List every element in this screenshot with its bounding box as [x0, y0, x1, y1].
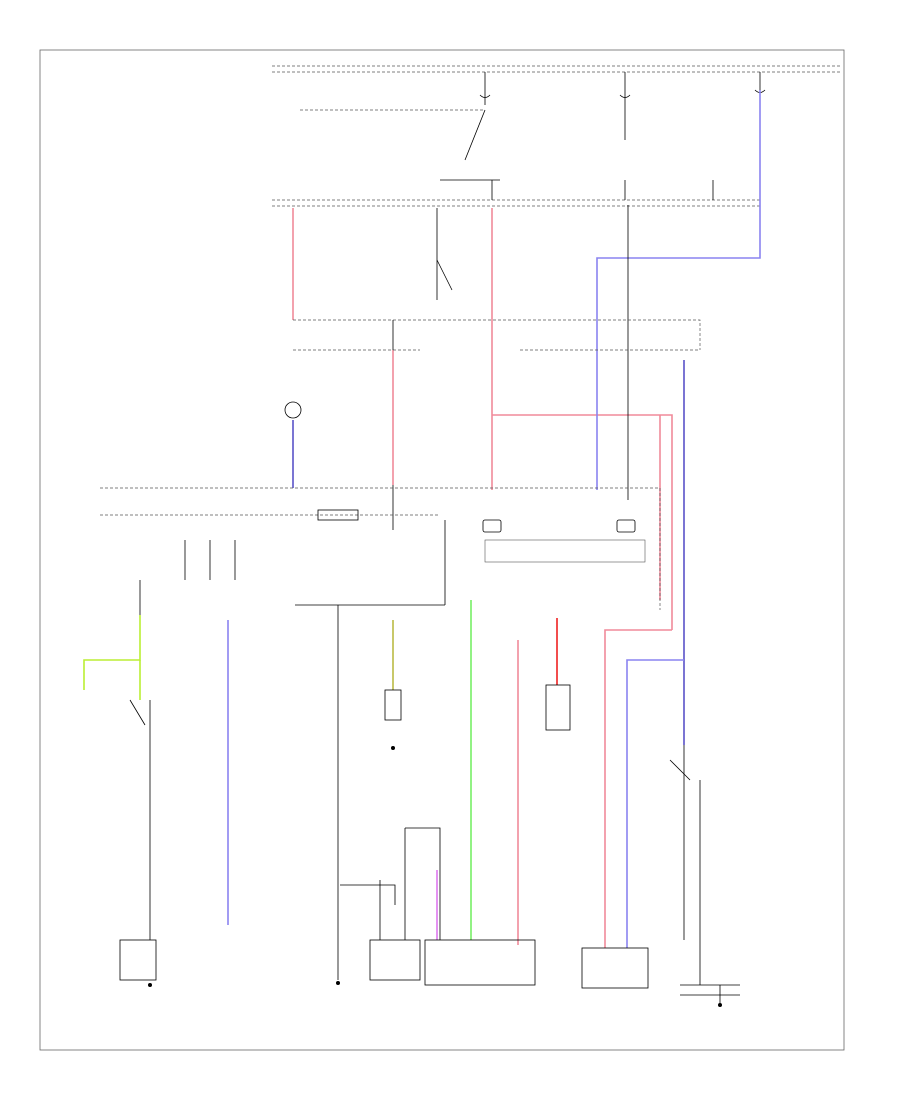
top-fuse-box [272, 65, 840, 181]
red-wires [292, 208, 673, 948]
diagram-border [39, 49, 845, 1051]
instrument-cluster-box [100, 487, 661, 610]
component-symbols [119, 401, 740, 1007]
blue-wires [227, 90, 761, 948]
black-wires [129, 205, 701, 985]
green-wires [83, 600, 472, 940]
